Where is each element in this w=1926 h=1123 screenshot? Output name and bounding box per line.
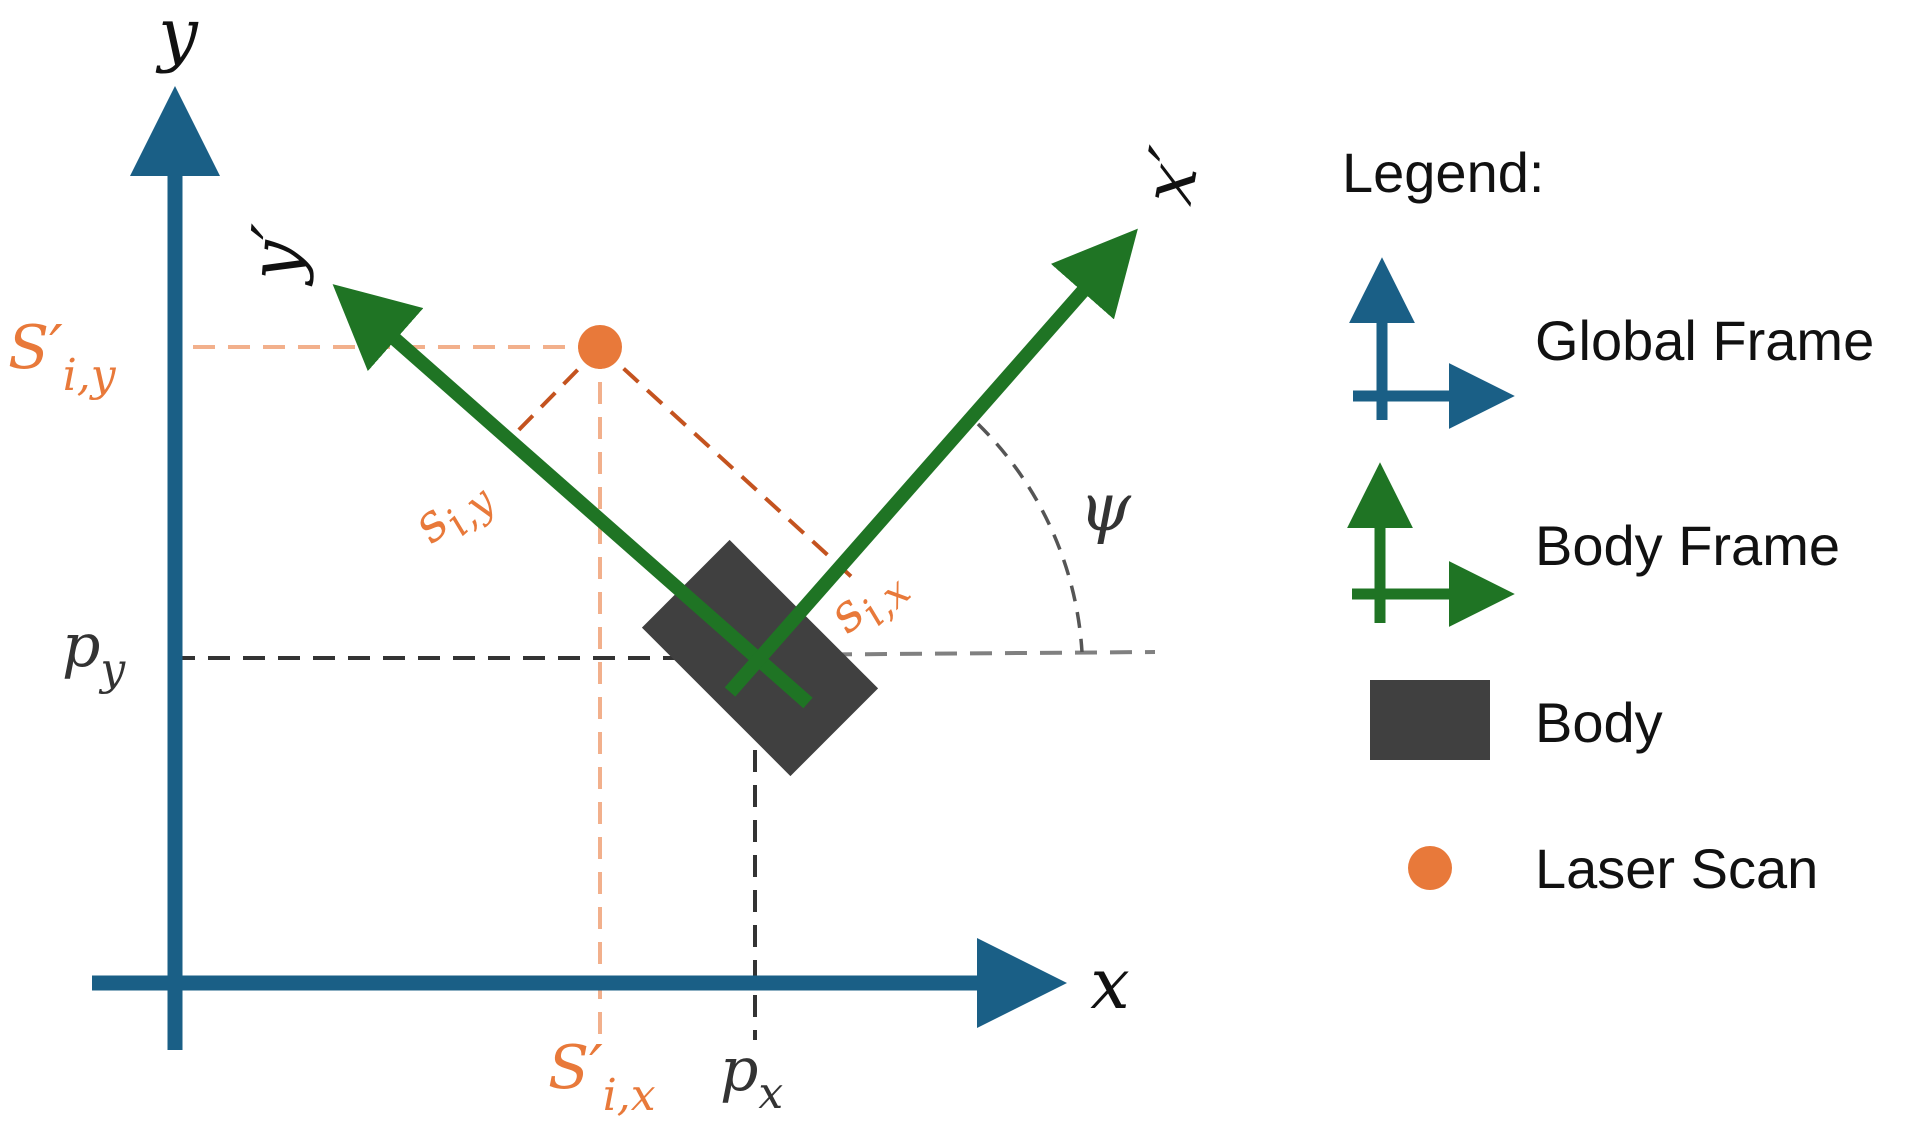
p-x-label: px bbox=[720, 1035, 783, 1119]
global-x-label: x bbox=[1090, 943, 1129, 1025]
laser-scan-point bbox=[578, 325, 622, 369]
body-y-axis bbox=[332, 284, 813, 709]
scan-y-projection-label: S′i,y bbox=[8, 313, 117, 401]
global-frame-icon bbox=[1349, 257, 1515, 429]
body-x-label: x′ bbox=[1126, 141, 1216, 210]
s-ix-component-line bbox=[598, 345, 857, 582]
body-icon bbox=[1370, 680, 1490, 760]
legend: Legend: Global Frame Body Frame Body Las… bbox=[1342, 141, 1874, 900]
global-y-label: y bbox=[155, 0, 199, 75]
s-iy-component-line bbox=[505, 345, 602, 444]
scan-x-projection-label: S′i,x bbox=[548, 1033, 656, 1121]
legend-item-global-frame: Global Frame bbox=[1349, 257, 1874, 429]
psi-angle-arc bbox=[976, 422, 1084, 653]
body-frame-icon bbox=[1347, 462, 1515, 627]
body-x-axis bbox=[724, 228, 1138, 697]
p-y-label: py bbox=[62, 611, 126, 695]
psi-label: ψ bbox=[1079, 469, 1132, 546]
laser-scan-icon bbox=[1408, 846, 1452, 890]
horizontal-reference-line bbox=[759, 650, 1156, 657]
legend-label-laser-scan: Laser Scan bbox=[1535, 837, 1818, 900]
legend-item-body: Body bbox=[1370, 680, 1663, 760]
s-ix-label: si,x bbox=[817, 550, 920, 653]
legend-item-body-frame: Body Frame bbox=[1347, 462, 1840, 627]
legend-label-global-frame: Global Frame bbox=[1535, 309, 1874, 372]
legend-label-body-frame: Body Frame bbox=[1535, 514, 1840, 577]
body-y-label: y′ bbox=[233, 222, 320, 287]
legend-title: Legend: bbox=[1342, 141, 1544, 204]
s-iy-label: si,y bbox=[401, 459, 505, 563]
legend-label-body: Body bbox=[1535, 691, 1663, 754]
legend-item-laser-scan: Laser Scan bbox=[1408, 837, 1818, 900]
